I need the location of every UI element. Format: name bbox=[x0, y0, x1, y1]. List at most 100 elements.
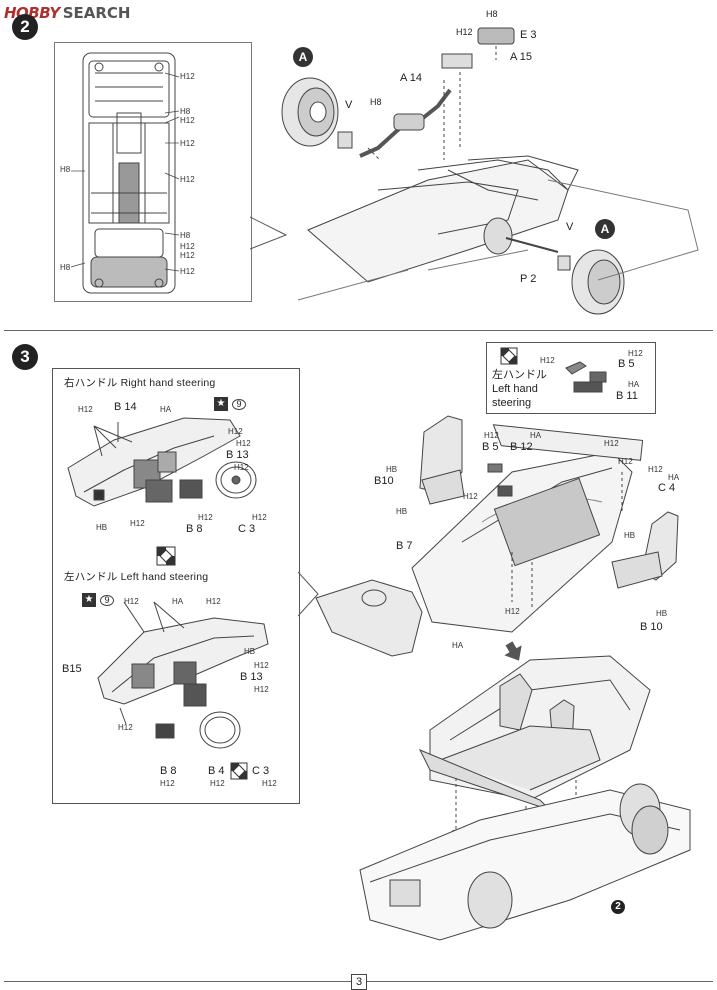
step-divider bbox=[4, 330, 713, 331]
lhd-lever-parts-drawing bbox=[565, 361, 607, 393]
main-b7: B 7 bbox=[396, 540, 413, 552]
step2-label-v-right: V bbox=[566, 221, 574, 233]
lhd-box-title-jp: 左ハンドル bbox=[492, 369, 547, 381]
step-2-underside-inset bbox=[54, 42, 252, 302]
rhd-dashboard-drawing bbox=[67, 417, 257, 507]
inset-label-0: H12 bbox=[180, 72, 195, 81]
lhd-box-title-en2: steering bbox=[492, 397, 532, 409]
main-ha3: HA bbox=[668, 473, 680, 482]
lhd-h12d: H12 bbox=[254, 685, 269, 694]
rhd-h12e: H12 bbox=[130, 519, 145, 528]
step2-label-a14: A 14 bbox=[400, 72, 423, 84]
main-hb4: HB bbox=[656, 609, 668, 618]
inset-label-8: H8 bbox=[60, 263, 71, 272]
main-h12f: H12 bbox=[648, 465, 663, 474]
main-b12: B 12 bbox=[510, 441, 533, 453]
lhd-star-9-icon: ★ bbox=[82, 593, 96, 607]
lhd-c3: C 3 bbox=[252, 765, 270, 777]
inset-label-5: H12 bbox=[180, 175, 195, 184]
lhd-h12b: H12 bbox=[206, 597, 221, 606]
step-2-chassis-drawing bbox=[281, 27, 699, 315]
inset-label-2: H12 bbox=[180, 116, 195, 125]
inset-label-4: H8 bbox=[60, 165, 71, 174]
inset-label-10: H12 bbox=[180, 251, 195, 260]
step2-label-h8-top: H8 bbox=[486, 9, 498, 19]
step2-mark-a-left: A bbox=[293, 47, 313, 67]
lhd-h12e: H12 bbox=[118, 723, 133, 732]
main-b11: B 11 bbox=[616, 390, 638, 402]
main-c4: C 4 bbox=[658, 482, 676, 494]
step2-label-h12-top: H12 bbox=[456, 27, 473, 37]
step2-mark-a-right: A bbox=[595, 219, 615, 239]
page-number: 3 bbox=[351, 974, 367, 990]
main-b10b: B 10 bbox=[640, 621, 663, 633]
rhd-h12b: H12 bbox=[228, 427, 243, 436]
rhd-b14: B 14 bbox=[114, 401, 137, 413]
main-hb: HB bbox=[386, 465, 398, 474]
main-ha: HA bbox=[628, 380, 640, 389]
main-h12b: H12 bbox=[628, 349, 643, 358]
main-h12h: H12 bbox=[505, 607, 520, 616]
lhd-b13: B 13 bbox=[240, 671, 263, 683]
inset-label-6: H8 bbox=[180, 231, 191, 240]
lhd-box-diamond-icon bbox=[500, 347, 518, 365]
step-3-number: 3 bbox=[12, 344, 38, 370]
rhd-b8: B 8 bbox=[186, 523, 203, 535]
rhd-hb: HB bbox=[96, 523, 108, 532]
inset-label-7: H12 bbox=[180, 242, 195, 251]
step3-mark-2: 2 bbox=[611, 900, 625, 914]
main-h12g: H12 bbox=[618, 457, 633, 466]
rhd-h12c: H12 bbox=[236, 439, 251, 448]
step2-label-p2: P 2 bbox=[520, 273, 537, 285]
main-ha4: HA bbox=[452, 641, 464, 650]
main-h12d: H12 bbox=[604, 439, 619, 448]
main-h12e: H12 bbox=[463, 492, 478, 501]
swap-diamond-icon bbox=[156, 546, 176, 566]
main-b5b: B 5 bbox=[482, 441, 499, 453]
rhd-h12d: H12 bbox=[234, 463, 249, 472]
rhd-h12g: H12 bbox=[252, 513, 267, 522]
step-2-number: 2 bbox=[12, 14, 38, 40]
rhd-title: 右ハンドル Right hand steering bbox=[64, 377, 216, 389]
step2-label-a15: A 15 bbox=[510, 51, 533, 63]
lhd-ha: HA bbox=[172, 597, 184, 606]
inset-callout-pointer bbox=[250, 216, 288, 250]
step2-label-v-left: V bbox=[345, 99, 353, 111]
lhd-h12f: H12 bbox=[160, 779, 175, 788]
main-hb2: HB bbox=[396, 507, 408, 516]
lhd-h12a: H12 bbox=[124, 597, 139, 606]
lhd-b15: B15 bbox=[62, 663, 82, 675]
box-callout-pointer bbox=[298, 571, 319, 617]
step-3-interior-drawing bbox=[315, 415, 679, 657]
lhd-swap-diamond-icon bbox=[230, 762, 248, 780]
main-ha2: HA bbox=[530, 431, 542, 440]
lhd-h12c: H12 bbox=[254, 661, 269, 670]
lhd-nine: 9 bbox=[100, 595, 114, 606]
rhd-ha: HA bbox=[160, 405, 172, 414]
lhd-dashboard-drawing bbox=[97, 601, 269, 749]
lhd-h12h: H12 bbox=[262, 779, 277, 788]
chassis-underside-drawing bbox=[70, 52, 180, 294]
logo-search-text: SEARCH bbox=[62, 4, 131, 22]
inset-label-3: H12 bbox=[180, 139, 195, 148]
step-3-car-assembly-drawing bbox=[359, 655, 691, 941]
rhd-h12a: H12 bbox=[78, 405, 93, 414]
inset-label-9: H12 bbox=[180, 267, 195, 276]
rhd-b13: B 13 bbox=[226, 449, 249, 461]
rhd-c3: C 3 bbox=[238, 523, 256, 535]
main-b5: B 5 bbox=[618, 358, 635, 370]
inset-label-1: H8 bbox=[180, 107, 191, 116]
rhd-star-9-icon: ★ bbox=[214, 397, 228, 411]
rhd-h12f: H12 bbox=[198, 513, 213, 522]
step2-label-h8-mid: H8 bbox=[370, 97, 382, 107]
lhd-box-title-en1: Left hand bbox=[492, 383, 538, 395]
main-h12c: H12 bbox=[484, 431, 499, 440]
assembly-arrow-icon bbox=[502, 641, 522, 661]
main-h12a: H12 bbox=[540, 356, 555, 365]
step2-label-e3: E 3 bbox=[520, 29, 537, 41]
lhd-hb: HB bbox=[244, 647, 256, 656]
lhd-title: 左ハンドル Left hand steering bbox=[64, 571, 209, 583]
main-b10: B10 bbox=[374, 475, 394, 487]
lhd-b8: B 8 bbox=[160, 765, 177, 777]
main-hb3: HB bbox=[624, 531, 636, 540]
